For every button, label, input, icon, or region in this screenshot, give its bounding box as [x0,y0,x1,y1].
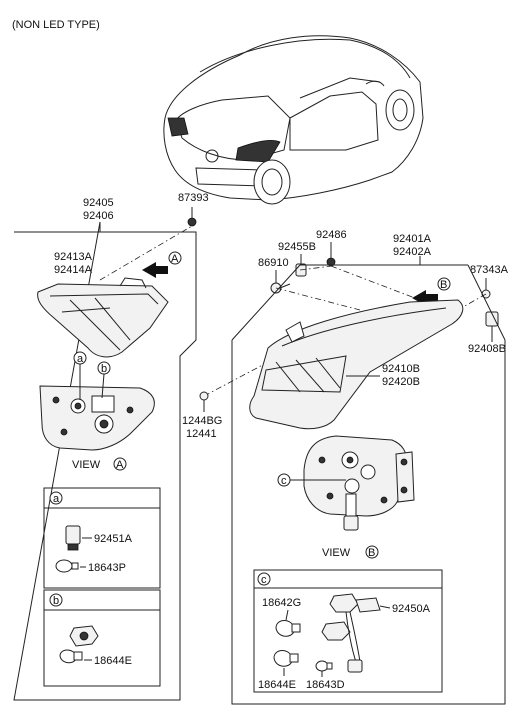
label-12441: 12441 [186,428,217,440]
label-18644E-b: 18644E [94,655,132,667]
label-92455B: 92455B [278,241,316,253]
view-a-arrow-icon: A [142,251,182,278]
label-92406: 92406 [83,210,114,222]
label-86910: 86910 [258,257,289,269]
label-1244BG: 1244BG [182,415,222,427]
label-87393: 87393 [178,192,209,204]
svg-text:c: c [281,475,287,487]
view-b-word: VIEW [322,547,351,559]
label-92420B: 92420B [382,376,420,388]
bulb-socket-icon [65,525,81,551]
right-assembly-frame [231,256,506,705]
label-92414A: 92414A [54,264,93,276]
bulb-icon [275,620,301,637]
bulb-icon [55,559,79,573]
label-92401A: 92401A [393,233,432,245]
detail-box-a: a [43,487,161,589]
detail-box-b: b [43,589,161,687]
label-92450A: 92450A [392,603,431,615]
svg-text:A: A [171,253,179,265]
label-18643P: 18643P [88,562,126,574]
detail-box-c: c [253,569,443,693]
view-a-lamp-rear-icon [39,385,155,451]
svg-text:b: b [53,595,59,607]
label-87343A: 87343A [470,264,509,276]
bolt-icon [270,282,291,294]
svg-text:b: b [101,363,107,375]
bulb-socket-wiring-icon [321,593,391,673]
label-92451A: 92451A [94,533,133,545]
nut-icon [187,217,197,227]
bolt-icon [199,391,209,412]
label-92486: 92486 [316,229,347,241]
label-92408B: 92408B [468,343,506,355]
label-92405: 92405 [83,197,114,209]
view-a-word: VIEW [72,459,101,471]
svg-text:B: B [440,279,447,291]
svg-text:a: a [53,493,60,505]
view-b-letter: B [368,547,375,559]
view-a-letter: A [116,459,124,471]
label-18642G: 18642G [262,597,301,609]
view-b-lamp-rear-icon [303,435,415,531]
hatchback-car-rear-icon [163,35,424,205]
diagram-title: (NON LED TYPE) [12,19,100,31]
inner-tail-lamp-icon [37,277,169,358]
svg-text:a: a [77,353,84,365]
svg-text:c: c [261,574,267,586]
bulb-icon [315,660,333,672]
label-18644E-c: 18644E [258,679,296,691]
label-18643D: 18643D [306,679,345,691]
label-92402A: 92402A [393,246,432,258]
label-92413A: 92413A [54,251,93,263]
bulb-icon [59,649,83,664]
label-92410B: 92410B [382,363,420,375]
outer-tail-lamp-icon [249,299,464,430]
left-assembly-frame [13,221,197,701]
bulb-icon [273,650,299,667]
bulb-socket-icon [69,625,99,647]
